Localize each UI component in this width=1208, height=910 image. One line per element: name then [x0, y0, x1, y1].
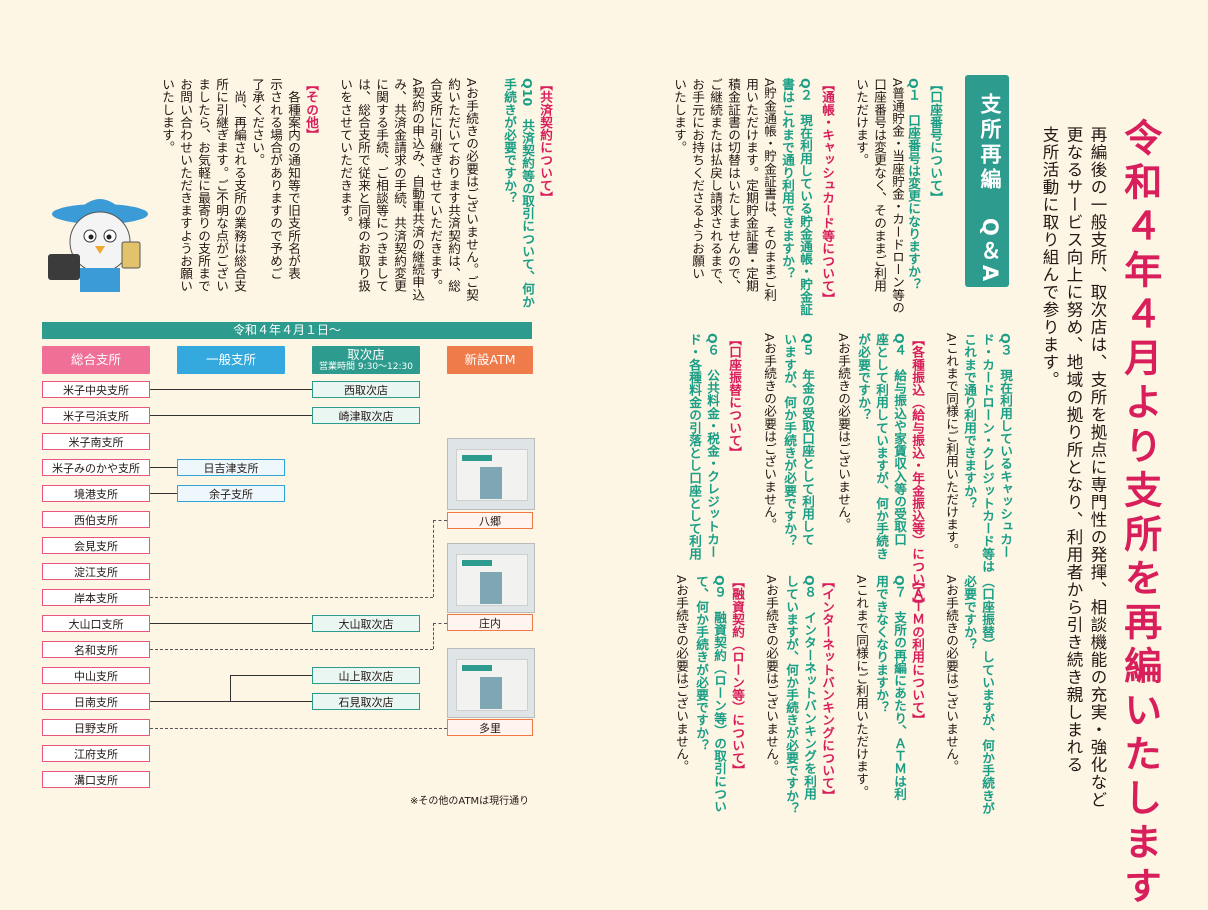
- qa-answer-9: Aお手続きの必要はございません。: [674, 575, 689, 773]
- qa-answer-3: Aこれまで同様にご利用いただけます。: [944, 333, 959, 556]
- atm-photo: [447, 543, 535, 613]
- atm-box: 八郷: [447, 512, 533, 529]
- qa-question-3: Q３ 現在利用しているキャッシュカー ド・カードローン・クレジットカード等は こ…: [962, 333, 1013, 573]
- column-header-sogo-label: 総合支所: [70, 352, 121, 367]
- sogo-box: 西伯支所: [42, 511, 150, 528]
- qa-question-1: Q１ 口座番号は変更になりますか？: [906, 78, 921, 291]
- sogo-box: 境港支所: [42, 485, 150, 502]
- sogo-box: 米子南支所: [42, 433, 150, 450]
- connector-line: [150, 415, 312, 416]
- connector-line: [150, 623, 312, 624]
- column-header-toritsugi-label: 取次店: [347, 347, 385, 362]
- toritsugi-box: 崎津取次店: [312, 407, 420, 424]
- sogo-box: 米子みのかや支所: [42, 459, 150, 476]
- qa-category-1: 【口座番号について】: [928, 78, 943, 204]
- qa-answer-4: Aお手続きの必要はございません。: [836, 333, 851, 531]
- qa-question-8: Q８ インターネットバンキングを利用 していますが、何か手続きが必要ですか？: [784, 575, 817, 815]
- atm-connector: [150, 597, 433, 598]
- qa-question-9: Q９ 融資契約（ローン等）の取引につい て、何か手続きが必要ですか？: [694, 575, 727, 813]
- diagram-date-header: 令和４年４月１日～: [42, 322, 532, 339]
- atm-connector: [150, 728, 447, 729]
- atm-connector: [433, 623, 434, 649]
- toritsugi-box: 山上取次店: [312, 667, 420, 684]
- sogo-box: 中山支所: [42, 667, 150, 684]
- ippan-box: 日吉津支所: [177, 459, 285, 476]
- column-header-atm: 新設ATM: [447, 346, 533, 374]
- connector-line: [150, 389, 312, 390]
- qa-category-4: 【各種振込（給与振込・年金振込等）について】: [910, 333, 925, 611]
- qa-answer-2: A貯金通帳・貯金証書は、そのままご利 用いただけます。定期貯金証書・定期 積金証…: [672, 78, 777, 301]
- sogo-box: 米子弓浜支所: [42, 407, 150, 424]
- column-header-toritsugi: 取次店 営業時間 9:30～12:30: [312, 346, 420, 374]
- connector-line: [150, 701, 230, 702]
- atm-connector: [433, 520, 447, 521]
- qa-category-9: 【融資契約（ローン等）について】: [730, 575, 745, 777]
- qa-category-10: 【共済契約について】: [538, 78, 553, 204]
- sogo-box: 会見支所: [42, 537, 150, 554]
- sogo-box: 淀江支所: [42, 563, 150, 580]
- toritsugi-box: 西取次店: [312, 381, 420, 398]
- sogo-box: 米子中央支所: [42, 381, 150, 398]
- qa-question-7: Q７ 支所の再編にあたり、ＡＴＭは利 用できなくなりますか？: [874, 575, 907, 800]
- qa-category-2: 【通帳・キャッシュカード等について】: [820, 78, 835, 305]
- qa-banner: 支所再編 Q＆A: [965, 75, 1009, 287]
- qa-answer-5: Aお手続きの必要はございません。: [762, 333, 777, 531]
- qa-question-6: Q６ 公共料金・税金・クレジットカー ド・各種料金の引落とし口座として利用: [687, 333, 720, 560]
- mascot-illustration: [48, 199, 148, 292]
- qa-category-7: 【ＡＴＭの利用について】: [910, 575, 925, 727]
- sogo-box: 名和支所: [42, 641, 150, 658]
- qa-answer-10: Aお手続きの必要はございません。ご契 約いただいております共済契約は、総 合支所…: [338, 78, 479, 301]
- connector-line: [150, 493, 177, 494]
- sogo-box: 岸本支所: [42, 589, 150, 606]
- intro-text: 再編後の一般支所、取次店は、支所を拠点に専門性の発揮、相談機能の充実・強化など …: [1040, 126, 1107, 809]
- connector-line: [230, 675, 312, 676]
- qa-question-4: Q４ 給与振込や家賃収入等の受取口 座として利用していますが、何か手続き が必要…: [856, 333, 907, 560]
- column-header-atm-label: 新設ATM: [464, 352, 516, 367]
- qa-category-other: 【その他】: [304, 78, 319, 141]
- qa-question-10: Q10 共済契約等の取引について、何か 手続きが必要ですか？: [502, 78, 535, 308]
- qa-question-6-cont: （口座振替）していますが、何か手続きが 必要ですか？: [962, 575, 995, 815]
- qa-category-6: 【口座振替について】: [727, 333, 742, 459]
- toritsugi-box: 石見取次店: [312, 693, 420, 710]
- qa-category-8: 【インターネットバンキングについて】: [820, 575, 835, 802]
- atm-photo: [447, 438, 535, 510]
- sogo-box: 江府支所: [42, 745, 150, 762]
- qa-banner-label: 支所再編 Q＆A: [978, 93, 1002, 286]
- qa-answer-6: Aお手続きの必要はございません。: [944, 575, 959, 773]
- sogo-box: 日野支所: [42, 719, 150, 736]
- column-header-sogo: 総合支所: [42, 346, 150, 374]
- atm-box: 多里: [447, 719, 533, 736]
- sogo-box: 溝口支所: [42, 771, 150, 788]
- atm-photo: [447, 648, 535, 718]
- atm-connector: [433, 623, 447, 624]
- toritsugi-box: 大山取次店: [312, 615, 420, 632]
- atm-connector: [433, 520, 434, 597]
- connector-line: [150, 467, 177, 468]
- connector-line: [230, 701, 312, 702]
- column-header-ippan: 一般支所: [177, 346, 285, 374]
- page-title: 令和４年４月より支所を再編いたします: [1117, 118, 1162, 910]
- atm-footnote: ※その他のATMは現行通り: [410, 796, 530, 807]
- qa-answer-1: A普通貯金・当座貯金・カードローン等の 口座番号は変更なく、そのままご利用 いた…: [854, 78, 905, 314]
- ippan-box: 余子支所: [177, 485, 285, 502]
- qa-answer-7: Aこれまで同様にご利用いただけます。: [854, 575, 869, 798]
- sogo-box: 大山口支所: [42, 615, 150, 632]
- column-header-toritsugi-hours: 営業時間 9:30～12:30: [318, 362, 413, 372]
- qa-question-2: Q２ 現在利用している貯金通帳・貯金証 書はこれまで通り利用できますか？: [780, 78, 813, 316]
- qa-answer-8: Aお手続きの必要はございません。: [764, 575, 779, 773]
- sogo-box: 日南支所: [42, 693, 150, 710]
- qa-answer-other: 各種案内の通知等で旧支所名が表 示される場合がありますので予めご 了承ください。…: [160, 78, 301, 293]
- connector-line: [230, 675, 231, 702]
- atm-connector: [150, 649, 433, 650]
- qa-question-5: Q５ 年金の受取口座として利用して いますが、何か手続きが必要ですか？: [782, 333, 815, 548]
- atm-box: 庄内: [447, 614, 533, 631]
- column-header-ippan-label: 一般支所: [205, 352, 256, 367]
